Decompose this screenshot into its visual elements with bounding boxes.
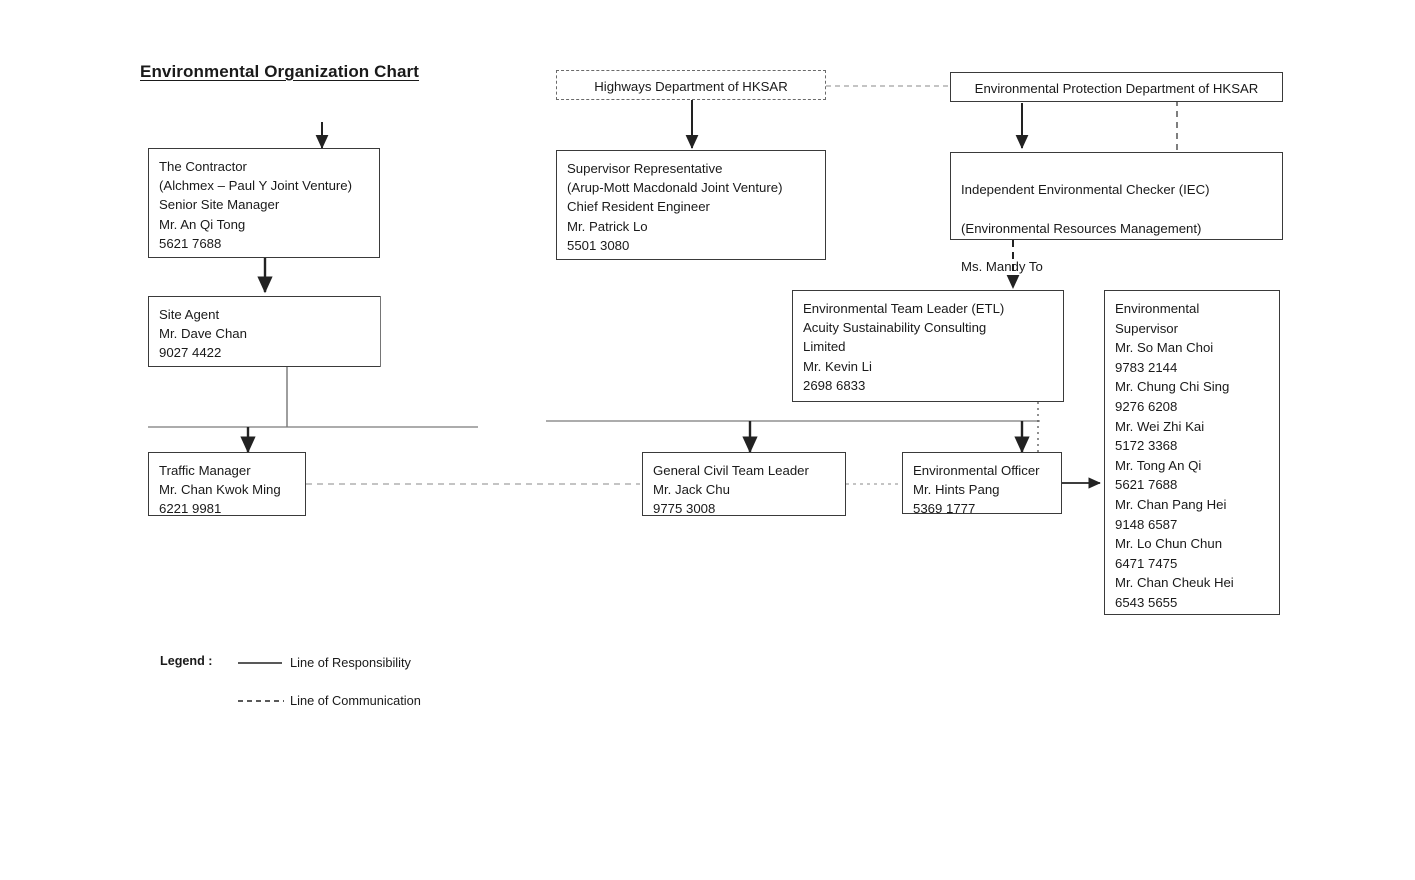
box-traffic-manager[interactable]: Traffic Manager Mr. Chan Kwok Ming 6221 … (148, 452, 306, 516)
box-environmental-team-leader[interactable]: Environmental Team Leader (ETL) Acuity S… (792, 290, 1064, 402)
page-title: Environmental Organization Chart (140, 62, 420, 81)
box-supervisor-representative[interactable]: Supervisor Representative (Arup-Mott Mac… (556, 150, 826, 260)
box-environmental-supervisor[interactable]: Environmental Supervisor Mr. So Man Choi… (1104, 290, 1280, 615)
legend-label: Legend : (160, 654, 213, 668)
box-general-civil-team-leader[interactable]: General Civil Team Leader Mr. Jack Chu 9… (642, 452, 846, 516)
legend-communication-text: Line of Communication (290, 693, 421, 708)
legend-responsibility-text: Line of Responsibility (290, 655, 411, 670)
box-independent-environmental-checker[interactable]: Independent Environmental Checker (IEC) … (950, 152, 1283, 312)
box-environmental-officer[interactable]: Environmental Officer Mr. Hints Pang 536… (902, 452, 1062, 516)
box-highways-department[interactable]: Highways Department of HKSAR (556, 70, 826, 100)
box-contractor[interactable]: The Contractor (Alchmex – Paul Y Joint V… (148, 148, 380, 258)
box-environmental-protection-department[interactable]: Environmental Protection Department of H… (950, 72, 1283, 102)
box-site-agent[interactable]: Site Agent Mr. Dave Chan 9027 4422 (148, 296, 380, 367)
iec-line-2: (Environmental Resources Management) (961, 220, 1202, 236)
iec-line-3: Ms. Mandy To (961, 259, 1043, 275)
iec-line-1: Independent Environmental Checker (IEC) (961, 182, 1210, 198)
